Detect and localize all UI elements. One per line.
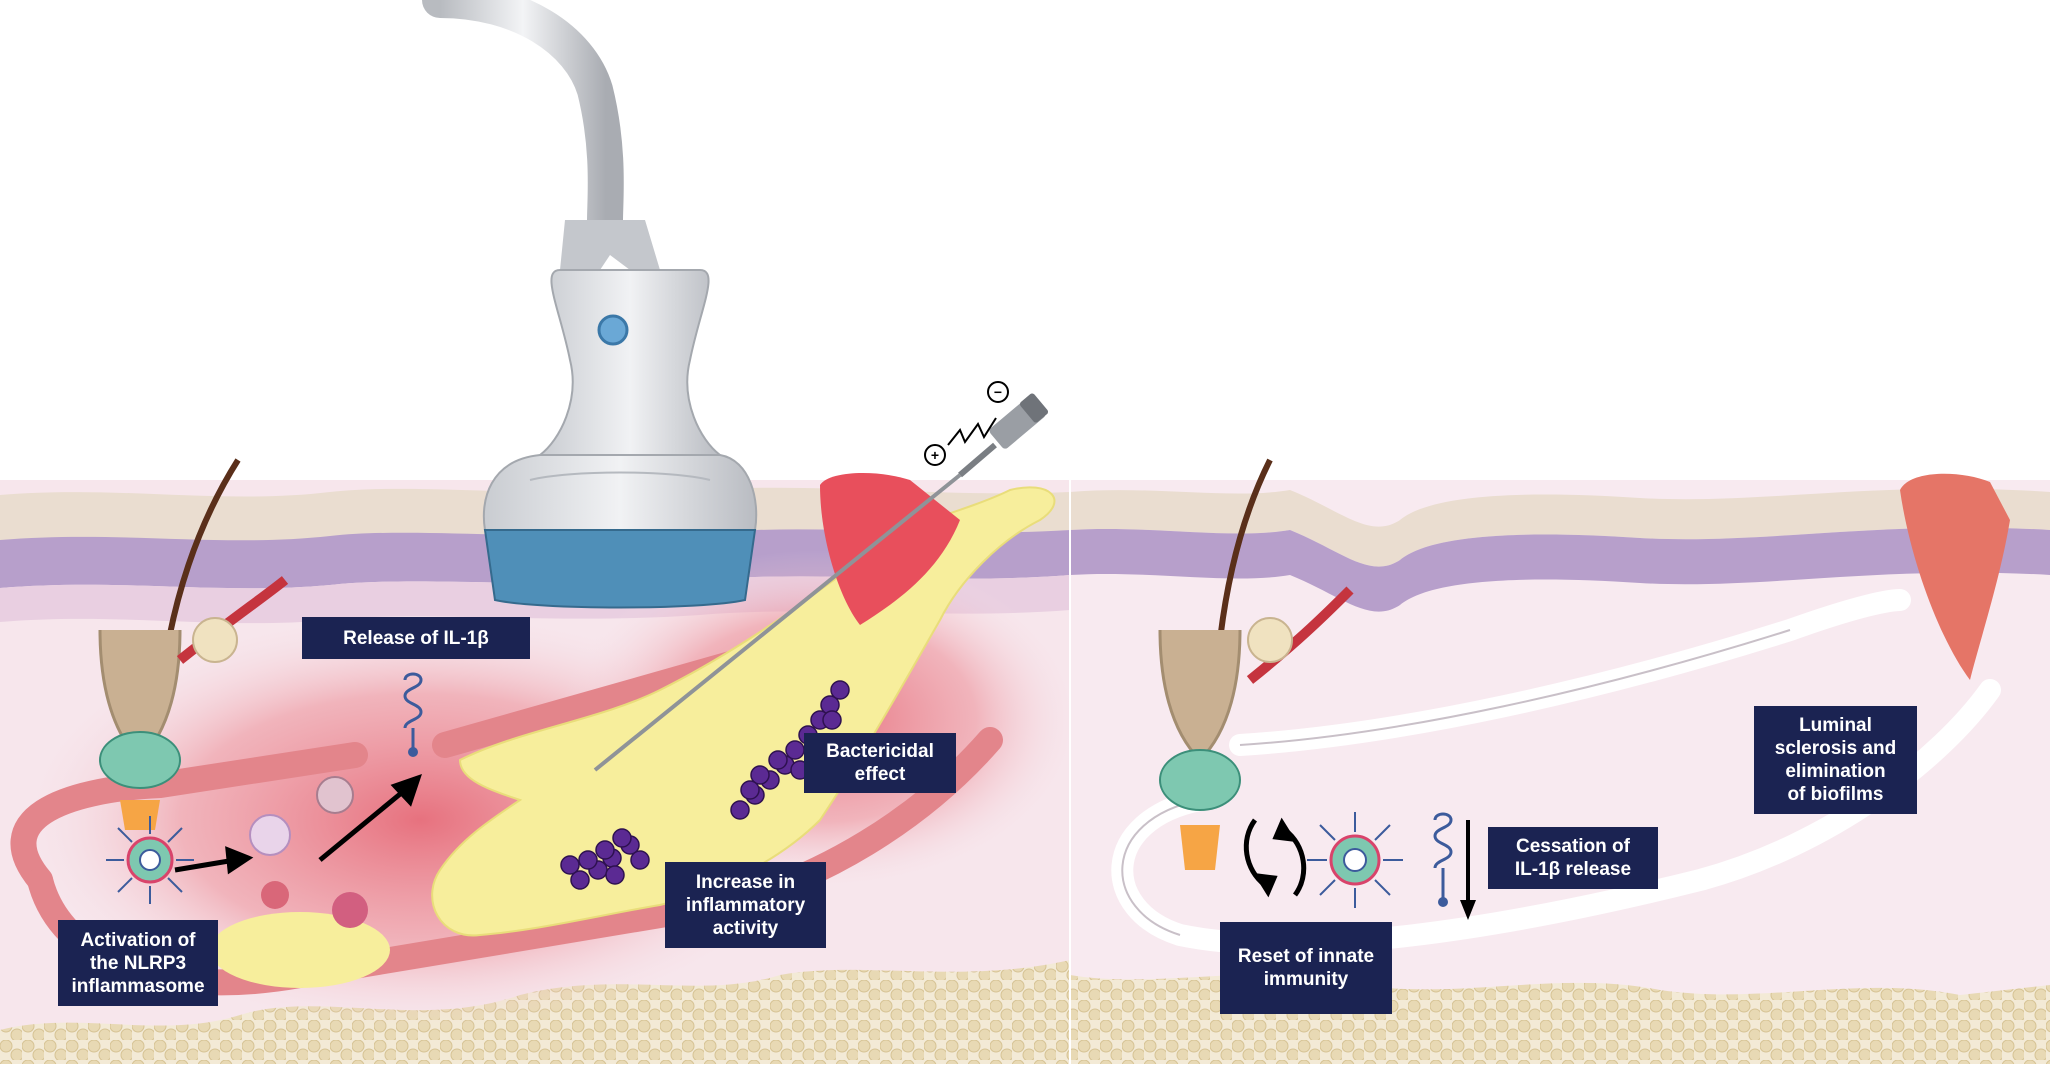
label-increase-inflammatory: Increase in inflammatory activity	[665, 862, 826, 948]
hair-follicle-icon	[98, 458, 289, 830]
svg-text:−: −	[994, 384, 1002, 400]
ultrasound-probe-icon	[422, 0, 758, 609]
pus-lower	[210, 912, 390, 988]
epidermis-right	[1070, 527, 2050, 612]
arrow-icon	[174, 773, 422, 875]
down-arrow-icon	[1460, 820, 1476, 920]
sclerosed-tract-edge	[1121, 799, 1201, 936]
label-cessation-il1b: Cessation of IL-1β release	[1488, 827, 1658, 889]
label-release-il1b: Release of IL-1β	[302, 617, 530, 659]
label-bactericidal-effect: Bactericidal effect	[804, 733, 956, 793]
il1b-molecule-icon	[403, 672, 423, 757]
bacteria-cluster-icon	[730, 680, 850, 820]
inflammasome-icon	[1307, 812, 1403, 908]
immune-cell	[316, 776, 354, 814]
il1b-molecule-icon	[1433, 812, 1453, 907]
label-luminal-sclerosis: Luminal sclerosis and elimination of bio…	[1754, 706, 1917, 814]
immune-cell	[332, 892, 368, 928]
label-activation-nlrp3: Activation of the NLRP3 inflammasome	[58, 920, 218, 1006]
inflammasome-icon	[106, 816, 194, 904]
stratum-corneum-right	[1070, 488, 2050, 567]
label-reset-innate: Reset of innate immunity	[1220, 922, 1392, 1014]
left-panel: + −	[0, 0, 1080, 1064]
svg-text:+: +	[931, 447, 939, 463]
nodule-opening	[820, 473, 960, 625]
electric-spark-icon: + −	[924, 381, 1009, 466]
cycle-arrows-icon	[1243, 817, 1307, 898]
immune-cell	[261, 881, 289, 909]
nodule-opening-right	[1900, 473, 2010, 680]
bacteria-cluster-icon	[560, 828, 650, 890]
sclerosed-tract-edge	[1239, 629, 1791, 746]
needle-icon	[593, 393, 1049, 772]
hair-follicle-icon	[1158, 458, 1354, 870]
immune-cell	[249, 814, 291, 856]
